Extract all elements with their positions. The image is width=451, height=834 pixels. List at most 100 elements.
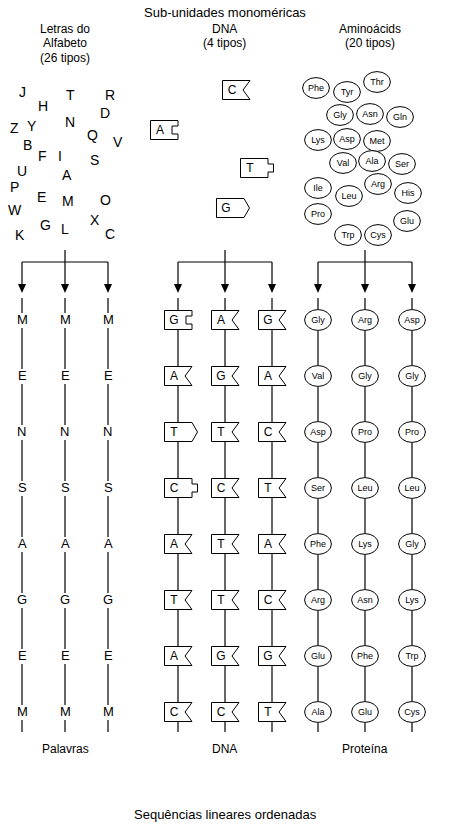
chain-link [224,610,225,646]
sequence-label: Proteína [342,743,387,757]
chain-link [317,387,318,421]
sequence-letter: M [101,313,116,328]
amino-circle-shape [305,310,332,331]
alphabet-letter: X [90,212,99,228]
amino-circle-shape [389,154,416,175]
dna-piece-shape [212,423,240,442]
amino-circle-shape [399,422,426,443]
dna-piece-shape [217,199,250,218]
dna-piece-outline [258,422,292,442]
sequence-letter: E [16,649,29,664]
alphabet-letter: O [100,192,111,208]
amino-acid: Gly [304,309,332,331]
amino-acid: Met [363,130,391,152]
arrowhead [361,284,369,293]
dna-piece: C [222,80,256,100]
amino-acid: Cys [398,701,426,723]
dna-piece-shape [165,367,193,386]
base-letter: C [164,478,184,498]
amino-name: Phe [302,77,330,94]
dna-piece: G [258,646,292,666]
amino-circle-shape [334,129,361,150]
amino-name: Asp [304,421,332,438]
amino-circle-shape [399,478,426,499]
amino-acid: Val [304,365,332,387]
dna-piece-outline [240,158,274,178]
dna-piece-shape [165,423,198,442]
amino-name: Trp [334,224,362,241]
chain-link [364,667,365,701]
amino-acid: Ser [388,153,416,175]
dna-piece: T [211,422,245,442]
dna-piece: A [164,534,198,554]
amino-name: Arg [351,309,379,326]
amino-circle-shape [399,534,426,555]
amino-acid: Arg [351,309,379,331]
amino-acid: Ser [304,477,332,499]
chain-link [364,611,365,645]
chain-link [411,387,412,421]
amino-name: Pro [398,421,426,438]
base-letter: A [258,366,278,386]
amino-name: Leu [335,185,363,202]
alphabet-letter: T [66,87,75,103]
sequence-label: Palavras [42,743,89,757]
dna-piece-outline [258,702,292,722]
dna-piece-outline [211,422,245,442]
amino-acid: Lys [304,129,332,151]
amino-circle-shape [352,646,379,667]
dna-piece-outline [258,310,292,330]
column-header: Aminoácids [339,23,401,37]
sequence-letter: E [16,369,29,384]
amino-name: Tyr [333,81,361,98]
amino-name: Gln [386,106,414,123]
amino-circle-shape [305,204,332,225]
amino-acid: Arg [304,589,332,611]
amino-circle-shape [357,104,384,125]
amino-name: Lys [398,589,426,606]
alphabet-letter: S [90,152,99,168]
sequence-letter: G [58,593,72,608]
amino-acid: Gly [398,533,426,555]
dna-piece-outline [211,702,245,722]
dna-piece: T [240,158,274,178]
amino-acid: Phe [351,645,379,667]
base-letter: A [164,534,184,554]
base-letter: C [258,590,278,610]
amino-name: Asn [351,589,379,606]
amino-circle-shape [305,478,332,499]
dna-piece: C [164,702,198,722]
amino-circle-shape [399,590,426,611]
dna-piece-outline [216,198,250,218]
dna-piece-outline [164,422,198,442]
amino-name: Gly [351,365,379,382]
amino-circle-shape [395,183,422,204]
dna-piece-shape [212,535,240,554]
amino-circle-shape [352,422,379,443]
base-letter: T [164,422,184,442]
amino-circle-shape [335,225,362,246]
arrowhead [408,284,416,293]
dna-piece-shape [212,479,240,498]
amino-acid: His [394,182,422,204]
amino-acid: Tyr [333,81,361,103]
arrowhead [221,284,229,293]
chain-link [224,554,225,590]
chain-link [411,331,412,365]
amino-name: Asp [398,309,426,326]
dna-piece: G [258,310,292,330]
amino-acid: Lys [398,589,426,611]
amino-acid: Leu [351,477,379,499]
amino-acid: Ala [304,701,332,723]
dna-piece-outline [258,646,292,666]
branch-arrows [178,250,272,285]
dna-piece-outline [150,120,184,140]
amino-acid: Pro [304,203,332,225]
column-header: (4 tipos) [203,37,246,51]
amino-acid: Pro [351,421,379,443]
base-letter: C [222,80,242,100]
chain-link [411,499,412,533]
amino-acid: Trp [398,645,426,667]
chain-link [364,331,365,365]
sequence-letter: A [102,537,115,552]
